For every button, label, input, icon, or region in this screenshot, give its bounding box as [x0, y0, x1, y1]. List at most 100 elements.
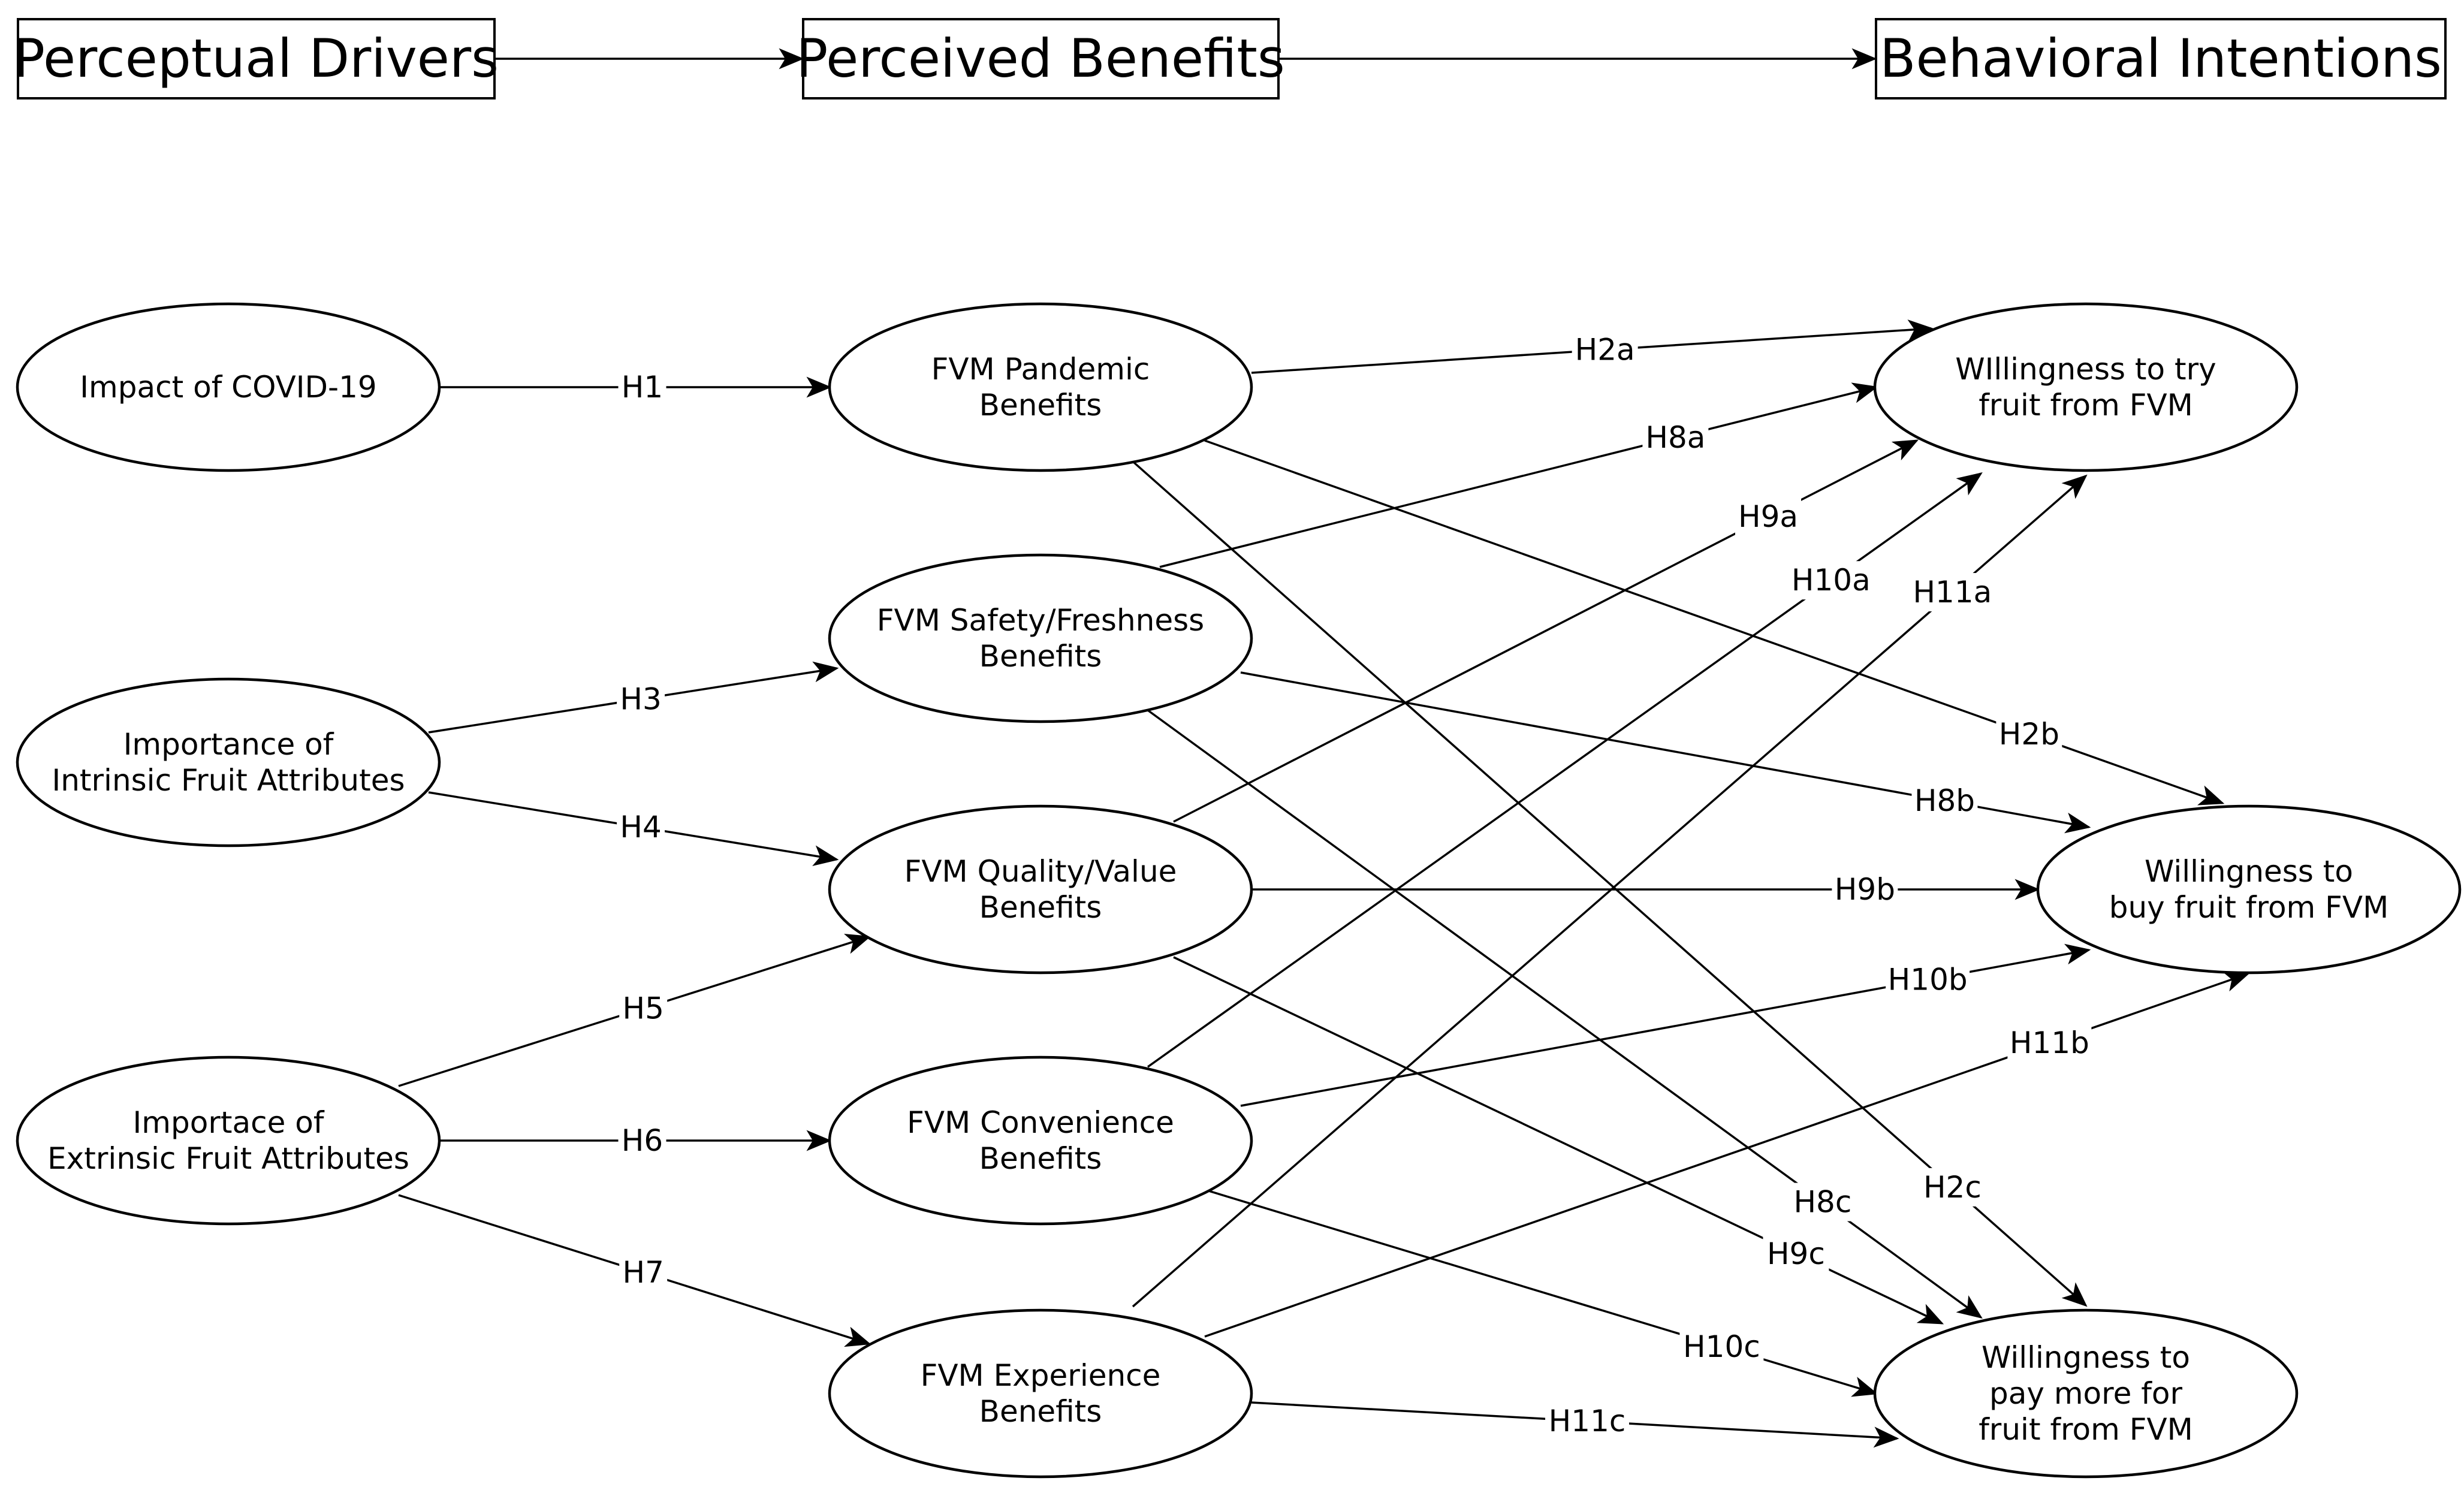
- edge-safety-paymore: [1147, 709, 1983, 1319]
- node-label-intrinsic: Intrinsic Fruit Attributes: [52, 763, 405, 798]
- node-shape-safety: [828, 553, 1253, 723]
- edge-label-safety-buy: H8b: [1914, 783, 1975, 818]
- edge-label-extrinsic-convenience: H6: [622, 1123, 663, 1158]
- node-shape-buy: [2036, 804, 2462, 975]
- node-label-paymore: fruit from FVM: [1979, 1412, 2193, 1447]
- edge-label-bg-pandemic-try: [1572, 330, 1638, 369]
- node-label-try: WIllingness to try: [1955, 352, 2216, 387]
- node-label-extrinsic: Extrinsic Fruit Attributes: [47, 1141, 409, 1176]
- edge-label-bg-intrinsic-safety: [617, 680, 665, 719]
- node-shape-intrinsic: [16, 677, 441, 847]
- edge-label-convenience-buy: H10b: [1888, 962, 1968, 997]
- node-label-buy: buy fruit from FVM: [2109, 890, 2389, 925]
- node-label-covid: Impact of COVID-19: [80, 370, 376, 405]
- edge-pandemic-paymore: [1132, 460, 2088, 1307]
- node-shape-try: [1873, 302, 2299, 472]
- edge-label-bg-quality-try: [1735, 497, 1801, 536]
- edge-label-bg-extrinsic-experience: [619, 1253, 668, 1292]
- edge-label-pandemic-try: H2a: [1575, 333, 1635, 367]
- node-label-buy: Willingness to: [2145, 854, 2353, 889]
- node-label-quality: FVM Quality/Value: [904, 854, 1177, 889]
- edge-label-bg-extrinsic-quality: [619, 989, 668, 1028]
- node-label-try: fruit from FVM: [1979, 388, 2193, 423]
- edge-label-bg-convenience-try: [1789, 561, 1873, 600]
- node-label-pandemic: FVM Pandemic: [931, 352, 1150, 387]
- edge-convenience-paymore: [1204, 1189, 1878, 1397]
- node-label-experience: FVM Experience: [921, 1358, 1161, 1393]
- header-perceived-benefits-label: Perceived Benefits: [796, 28, 1285, 89]
- node-label-quality: Benefits: [979, 890, 1102, 925]
- header-behavioral-intentions-label: Behavioral Intentions: [1880, 28, 2442, 89]
- node-shape-experience: [828, 1308, 1253, 1479]
- edge-label-safety-paymore: H8c: [1793, 1185, 1851, 1220]
- edge-quality-try: [1173, 439, 1919, 823]
- edge-pandemic-buy: [1204, 439, 2225, 806]
- edge-label-pandemic-paymore: H2c: [1923, 1170, 1982, 1205]
- edge-label-pandemic-buy: H2b: [1999, 717, 2059, 752]
- edge-label-bg-pandemic-paymore: [1919, 1168, 1986, 1207]
- edge-label-convenience-paymore: H10c: [1683, 1329, 1760, 1364]
- edge-label-bg-extrinsic-convenience: [618, 1121, 666, 1160]
- node-shape-covid: [16, 302, 441, 472]
- node-label-experience: Benefits: [979, 1394, 1102, 1429]
- edge-label-convenience-try: H10a: [1792, 563, 1871, 598]
- edge-label-bg-quality-paymore: [1763, 1234, 1829, 1273]
- edge-label-bg-safety-paymore: [1789, 1183, 1856, 1221]
- edge-label-bg-experience-paymore: [1545, 1402, 1630, 1441]
- edge-label-bg-convenience-buy: [1886, 960, 1970, 999]
- edge-label-intrinsic-quality: H4: [620, 810, 661, 844]
- node-label-convenience: Benefits: [979, 1141, 1102, 1176]
- edge-label-bg-safety-buy: [1911, 782, 1978, 821]
- edge-label-bg-pandemic-buy: [1996, 715, 2062, 754]
- header-perceived-benefits: Perceived Benefits: [796, 18, 1285, 99]
- edge-label-experience-try: H11a: [1913, 575, 1992, 610]
- node-shape-quality: [828, 804, 1253, 975]
- edge-label-quality-try: H9a: [1738, 499, 1798, 534]
- node-label-pandemic: Benefits: [979, 388, 1102, 423]
- node-covid: Impact of COVID-19: [16, 302, 441, 472]
- edge-label-bg-safety-try: [1642, 418, 1709, 457]
- node-shape-pandemic: [828, 302, 1253, 472]
- edge-experience-try: [1132, 474, 2088, 1308]
- node-label-convenience: FVM Convenience: [907, 1105, 1174, 1140]
- node-label-paymore: pay more for: [1989, 1376, 2182, 1411]
- edge-safety-try: [1159, 382, 1878, 568]
- edge-label-covid-pandemic: H1: [622, 370, 663, 405]
- edge-label-quality-paymore: H9c: [1767, 1236, 1825, 1271]
- header-perceptual-drivers: Perceptual Drivers: [13, 18, 499, 99]
- node-label-paymore: Willingness to: [1982, 1340, 2190, 1375]
- node-shape-extrinsic: [16, 1055, 441, 1226]
- edge-label-intrinsic-safety: H3: [620, 681, 661, 716]
- edge-label-experience-paymore: H11c: [1549, 1404, 1626, 1438]
- node-label-intrinsic: Importance of: [123, 727, 334, 762]
- edge-label-bg-intrinsic-quality: [617, 808, 665, 847]
- node-label-safety: FVM Safety/Freshness: [877, 603, 1204, 638]
- node-label-safety: Benefits: [979, 639, 1102, 674]
- edge-label-extrinsic-quality: H5: [622, 991, 663, 1026]
- node-shape-paymore: [1873, 1308, 2299, 1479]
- edge-label-bg-convenience-paymore: [1679, 1327, 1764, 1366]
- edge-label-experience-buy: H11b: [2010, 1025, 2089, 1060]
- header-behavioral-intentions: Behavioral Intentions: [1875, 18, 2447, 99]
- edge-label-extrinsic-experience: H7: [622, 1255, 663, 1290]
- edge-labels-layer: H1H3H4H5H6H7H2aH2bH2cH8aH8bH8cH9aH9bH9cH…: [617, 330, 2092, 1441]
- node-shape-convenience: [828, 1055, 1253, 1226]
- edge-label-quality-buy: H9b: [1835, 872, 1895, 907]
- node-label-extrinsic: Importace of: [133, 1105, 325, 1140]
- edge-label-bg-experience-try: [1910, 573, 1995, 612]
- edge-label-bg-covid-pandemic: [618, 368, 666, 406]
- edges-layer: [398, 319, 2250, 1448]
- header-perceptual-drivers-label: Perceptual Drivers: [13, 28, 499, 89]
